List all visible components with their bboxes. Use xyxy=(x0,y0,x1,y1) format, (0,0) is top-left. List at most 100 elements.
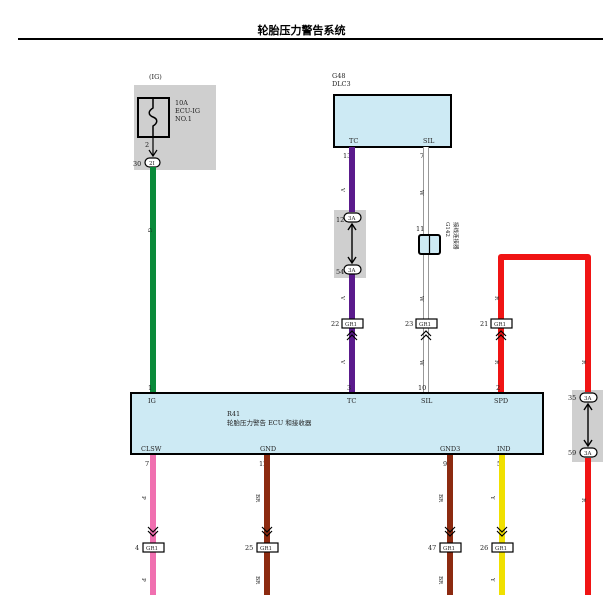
connector-pin: 21 xyxy=(480,320,488,328)
wire-gnd3-color-1: BR xyxy=(437,494,443,503)
connector-gr1-25: 25 GR1 xyxy=(245,526,279,553)
junction-tc-bottom xyxy=(343,264,362,275)
wire-gnd3-color-2: BR xyxy=(437,576,443,585)
junction-tc-top xyxy=(343,212,362,223)
connector-gr1-23: 23 GR1 xyxy=(405,318,438,341)
wire-spd-color-2: R xyxy=(493,360,499,365)
junction-tc-top-label: 3A xyxy=(348,216,356,222)
arrow-up-icon xyxy=(583,402,593,411)
joint-ref: G142 xyxy=(444,222,450,237)
dlc-tc-num: 13 xyxy=(343,152,351,160)
connector-box xyxy=(491,542,514,553)
ecu-pin-num: 12 xyxy=(259,460,267,468)
connector-label: GR1 xyxy=(495,546,507,552)
chevron-up-icon xyxy=(346,330,358,341)
connector-label: GR1 xyxy=(443,546,455,552)
joint-pin: 11 xyxy=(416,225,424,233)
ecu-pin-name: CLSW xyxy=(141,445,162,453)
dlc-pin-sil: SIL xyxy=(423,137,435,145)
dlc-name: DLC3 xyxy=(332,80,351,88)
ecu-pin-num: 9 xyxy=(443,460,447,468)
junction-right-top-pin: 35 xyxy=(568,394,576,402)
connector-label: GR1 xyxy=(146,546,158,552)
connector-box xyxy=(142,542,165,553)
ecu-pin-num: 2 xyxy=(496,384,500,392)
connector-gr1-47: 47 GR1 xyxy=(428,526,462,553)
wire-sil-color-2: W xyxy=(418,296,424,302)
fuse-conn-pin: 30 xyxy=(133,160,141,168)
connector-gr1-26: 26 GR1 xyxy=(480,526,514,553)
ecu-pin-num: 3 xyxy=(347,384,351,392)
ecu-name: 轮胎压力警告 ECU 和接收器 xyxy=(227,418,312,427)
joint-name: 接线连接器 xyxy=(452,222,460,250)
chevron-down-icon xyxy=(147,526,159,537)
connector-label: GR1 xyxy=(419,322,431,328)
connector-box xyxy=(439,542,462,553)
fuse-name: ECU-IG xyxy=(175,107,200,115)
chevron-down-icon xyxy=(261,526,273,537)
junction-right-bottom xyxy=(579,447,598,458)
wire-ig-color: G xyxy=(146,228,152,232)
ecu-ref: R41 xyxy=(227,410,240,418)
connector-label: GR1 xyxy=(345,322,357,328)
ecu-pin-name: IG xyxy=(148,397,156,405)
fuse-connector-label: 2I xyxy=(149,161,155,167)
wire-ind-color-2: Y xyxy=(489,577,495,582)
wire-tc-color-3: V xyxy=(339,359,345,365)
ecu-pin-name: TC xyxy=(347,397,356,405)
ecu-pin-name: IND xyxy=(497,445,510,453)
connector-box xyxy=(415,318,438,329)
connector-pin: 47 xyxy=(428,544,436,552)
ecu-pin-name: SIL xyxy=(421,397,433,405)
connector-box xyxy=(341,318,364,329)
ecu-pin-num: 10 xyxy=(418,384,426,392)
connector-label: GR1 xyxy=(494,322,506,328)
wire-tc-color-1: V xyxy=(339,187,345,193)
arrow-up-icon xyxy=(347,222,357,231)
page-title: 轮胎压力警告系统 xyxy=(257,24,346,37)
fuse-bus-label: (IG) xyxy=(149,73,162,81)
wire-ind-color-1: Y xyxy=(489,495,495,500)
arrow-down-icon xyxy=(347,256,357,265)
fuse-pin: 2 xyxy=(145,141,149,149)
arrow-down-icon xyxy=(148,149,158,158)
chevron-down-icon xyxy=(496,526,508,537)
junction-tc-top-pin: 12 xyxy=(336,216,344,224)
wire-tc-color-2: V xyxy=(339,295,345,301)
ecu-pin-num: 1 xyxy=(148,384,152,392)
connector-pin: 23 xyxy=(405,320,413,328)
wire-clsw-color-1: P xyxy=(140,496,146,500)
arrow-down-icon xyxy=(583,439,593,448)
junction-right-bot-label: 3A xyxy=(584,451,592,457)
dlc-ref: G48 xyxy=(332,72,345,80)
chevron-up-icon xyxy=(495,330,507,341)
wire-spd-color-4: R xyxy=(580,498,586,503)
junction-right-bot-pin: 59 xyxy=(568,449,576,457)
junction-tc-bot-label: 3A xyxy=(348,268,356,274)
chevron-down-icon xyxy=(444,526,456,537)
wire-sil-color-1: W xyxy=(418,190,424,196)
connector-gr1-21: 21 GR1 xyxy=(480,318,513,341)
wire-spd-color-3: R xyxy=(580,360,586,365)
fuse-area xyxy=(134,85,216,170)
connector-pin: 26 xyxy=(480,544,488,552)
connector-pin: 4 xyxy=(135,544,139,552)
connector-box xyxy=(490,318,513,329)
dlc-box xyxy=(333,94,452,148)
wire-gnd-color-1: BR xyxy=(254,494,260,503)
wire-spd-color-1: R xyxy=(493,296,499,301)
connector-gr1-22: 22 GR1 xyxy=(331,318,364,341)
wire-sil-color-3: W xyxy=(418,360,424,366)
ecu-pin-name: GND3 xyxy=(440,445,460,453)
ecu-pin-name: SPD xyxy=(494,397,508,405)
connector-pin: 25 xyxy=(245,544,253,552)
fuse-rating: 10A xyxy=(175,99,188,107)
connector-box xyxy=(256,542,279,553)
wire-clsw-color-2: P xyxy=(140,578,146,582)
title-divider xyxy=(18,38,603,40)
chevron-up-icon xyxy=(420,330,432,341)
connector-gr1-4: 4 GR1 xyxy=(135,526,165,553)
junction-right-top-label: 3A xyxy=(584,396,592,402)
connector-pin: 22 xyxy=(331,320,339,328)
